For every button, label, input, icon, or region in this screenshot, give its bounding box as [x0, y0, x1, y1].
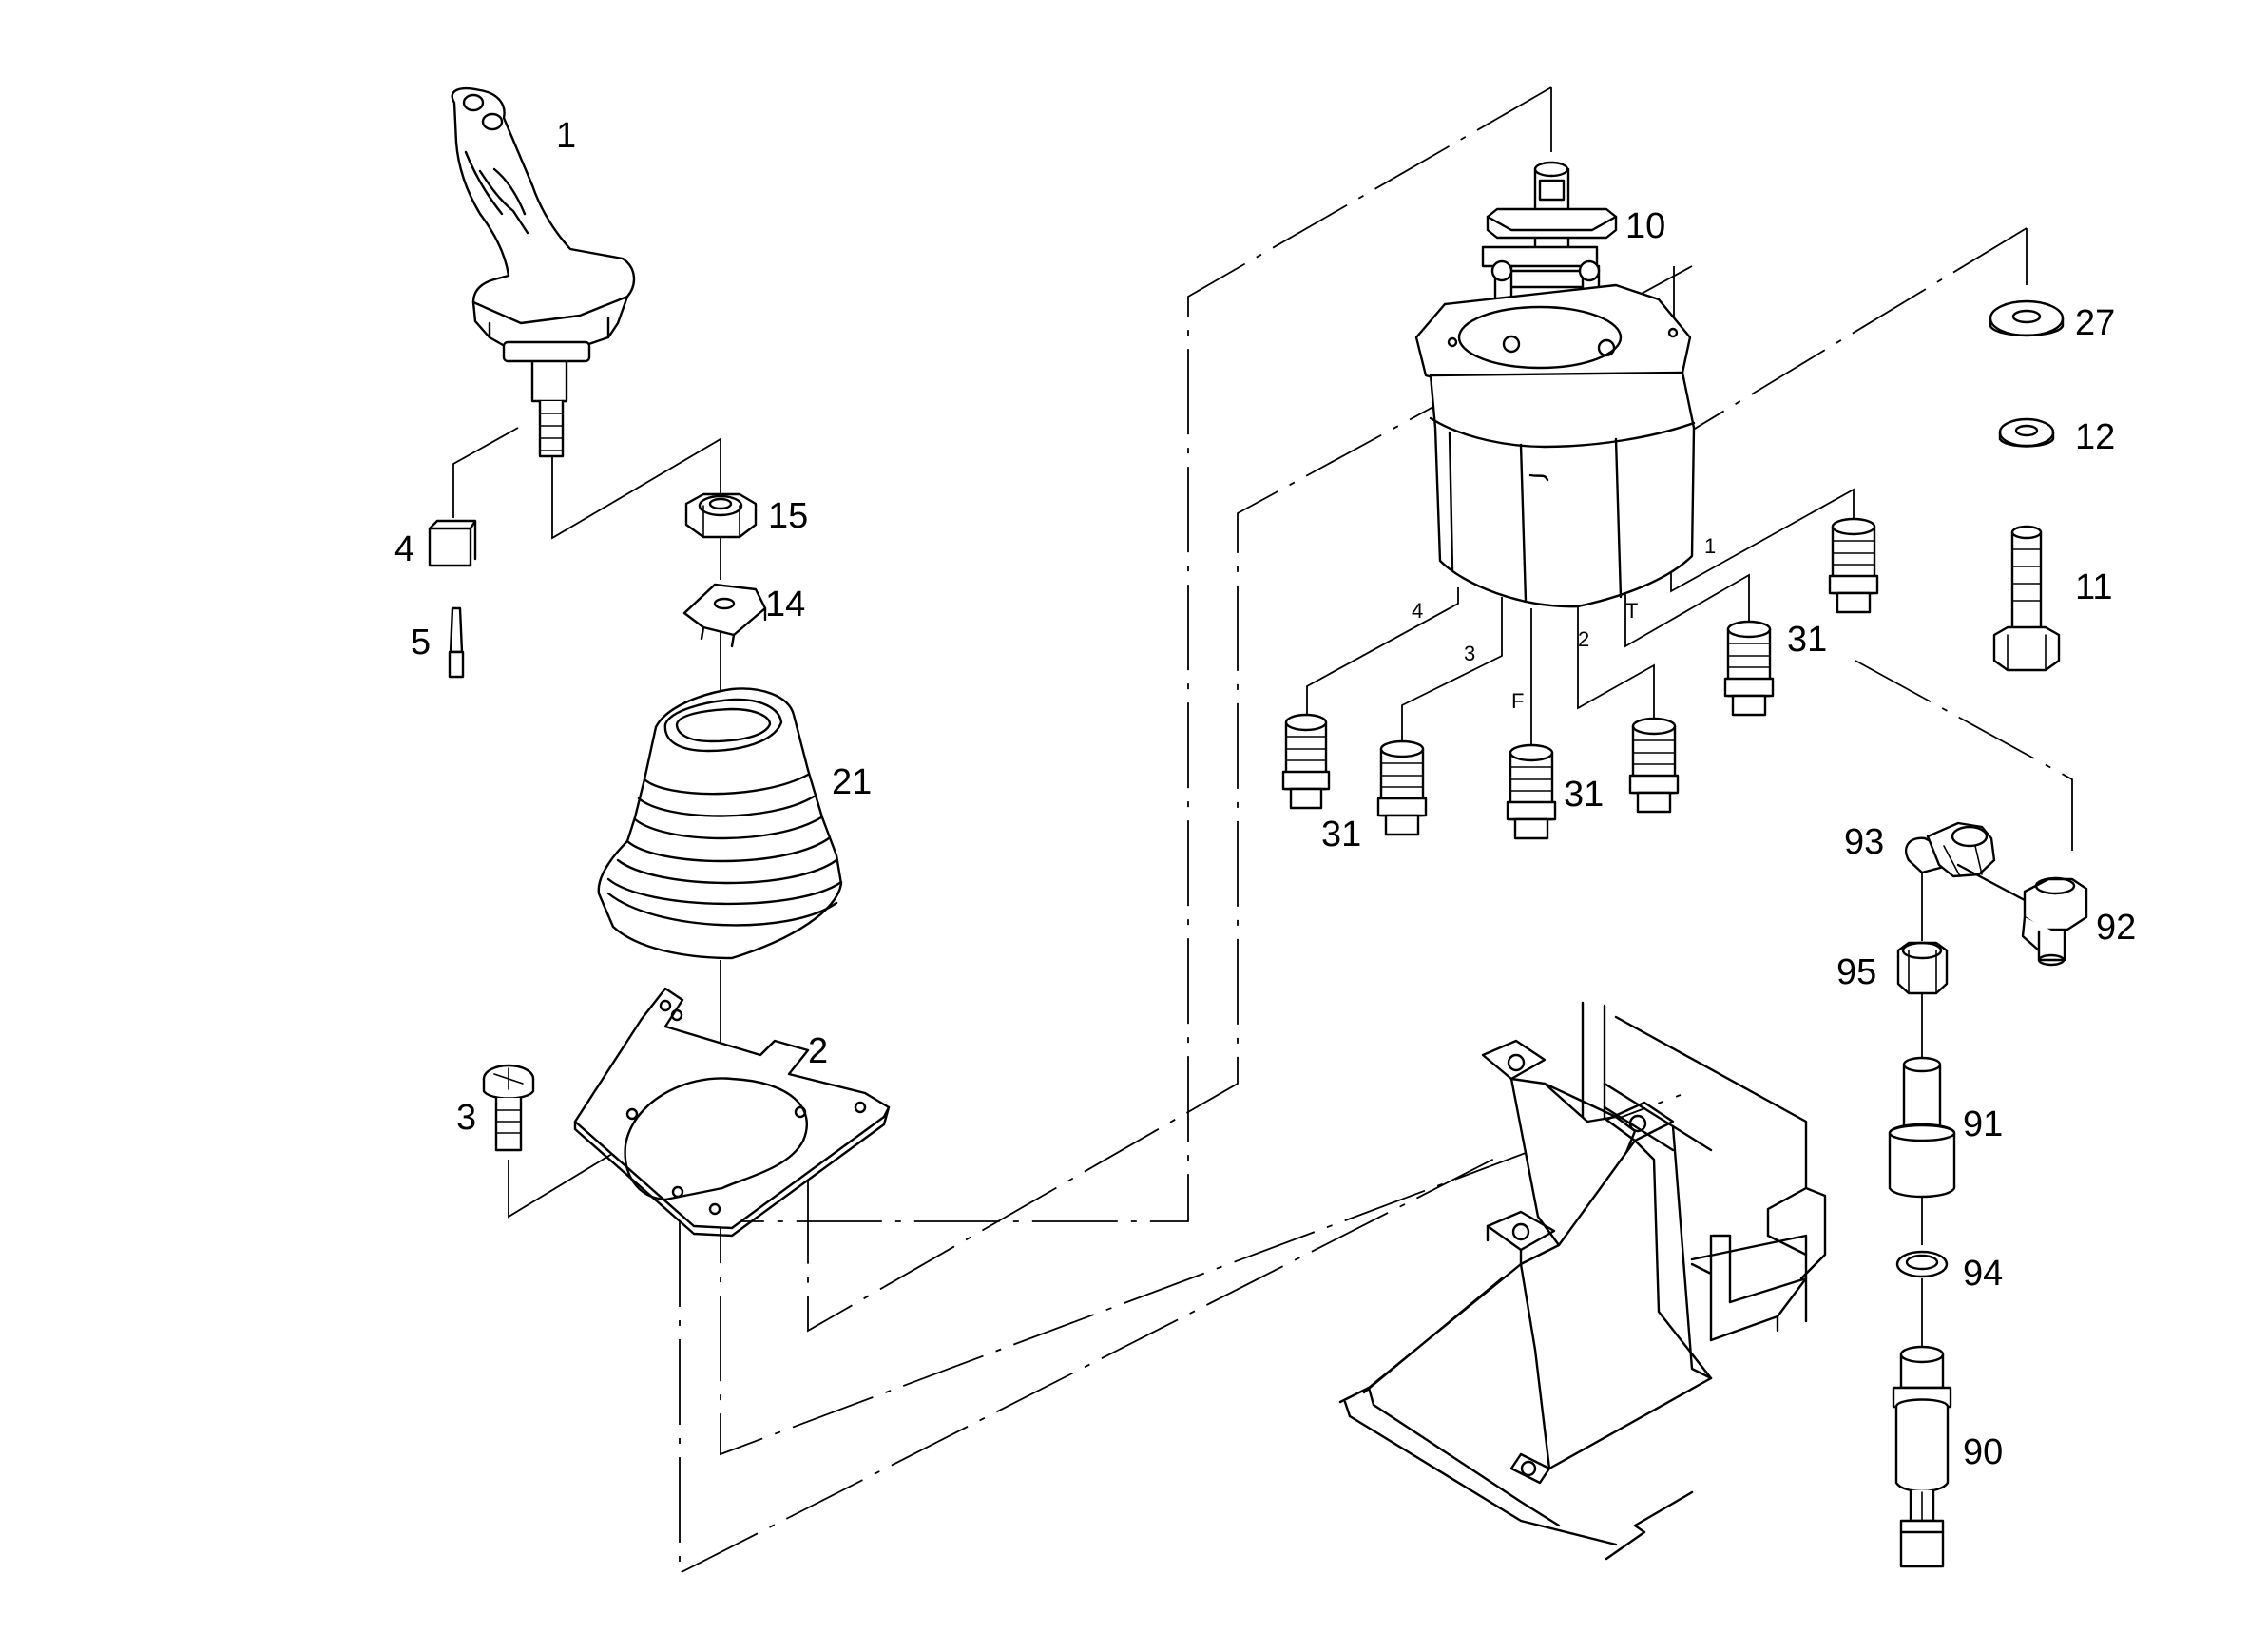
screw-part-3 — [482, 1064, 535, 1152]
callout-12: 12 — [2075, 417, 2115, 457]
callout-92: 92 — [2096, 908, 2136, 948]
mounting-plate-part-2 — [573, 987, 891, 1238]
callout-21: 21 — [832, 762, 872, 802]
nut-part-15 — [684, 492, 758, 539]
callout-31: 31 — [1321, 815, 1361, 854]
sleeve-part-91 — [1888, 1056, 1956, 1199]
callout-15: 15 — [768, 496, 808, 536]
port-label: 4 — [1412, 599, 1423, 623]
pressure-switch-part-90 — [1892, 1345, 1952, 1568]
fitting-port-4 — [1281, 713, 1331, 810]
port-label: F — [1511, 689, 1524, 713]
callout-90: 90 — [1963, 1432, 2003, 1472]
lock-washer-part-12 — [1998, 417, 2055, 448]
callout-1: 1 — [556, 116, 576, 156]
callout-31: 31 — [1787, 620, 1827, 660]
port-label: 2 — [1578, 627, 1589, 651]
fitting-port-F — [1506, 743, 1557, 840]
pilot-valve-part-10 — [1414, 161, 1696, 608]
port-label: 1 — [1704, 534, 1716, 558]
bolt-part-11 — [1992, 525, 2061, 672]
fitting-set-part-31 — [1281, 517, 1879, 840]
callout-2: 2 — [808, 1031, 828, 1071]
fitting-port-3 — [1376, 739, 1428, 836]
callout-95: 95 — [1836, 952, 1876, 992]
machine-frame — [1338, 1001, 1827, 1561]
callout-93: 93 — [1844, 822, 1884, 862]
fitting-port-1 — [1828, 517, 1879, 614]
callout-31: 31 — [1564, 775, 1604, 815]
callout-3: 3 — [456, 1098, 476, 1138]
callout-11: 11 — [2075, 567, 2112, 607]
tee-fitting-part-92 — [1956, 863, 2088, 967]
elbow-fitting-part-93 — [1904, 821, 1996, 878]
rubber-boot-part-21 — [597, 687, 843, 960]
callout-10: 10 — [1625, 206, 1665, 246]
port-labels: 4 3 F 2 T 1 — [1412, 534, 1716, 713]
clip-part-14 — [682, 583, 767, 648]
callout-5: 5 — [411, 623, 431, 662]
seal-ring-part-94 — [1895, 1250, 1949, 1278]
port-label: T — [1625, 599, 1638, 623]
callout-94: 94 — [1963, 1254, 2003, 1294]
callout-27: 27 — [2075, 303, 2115, 343]
joystick-handle — [451, 86, 636, 458]
fitting-port-2 — [1628, 717, 1680, 814]
callout-4: 4 — [394, 529, 414, 569]
washer-part-27 — [1989, 299, 2065, 337]
port-label: 3 — [1464, 642, 1475, 665]
part-callouts: 1 2 3 4 5 10 11 12 14 15 21 27 31 31 31 … — [394, 116, 2136, 1472]
fitting-port-T — [1723, 620, 1775, 717]
pin-part-5 — [448, 606, 465, 679]
callout-91: 91 — [1963, 1104, 2003, 1144]
clip-part-4 — [428, 519, 477, 567]
nut-part-95 — [1896, 941, 1949, 995]
callout-14: 14 — [765, 585, 805, 624]
